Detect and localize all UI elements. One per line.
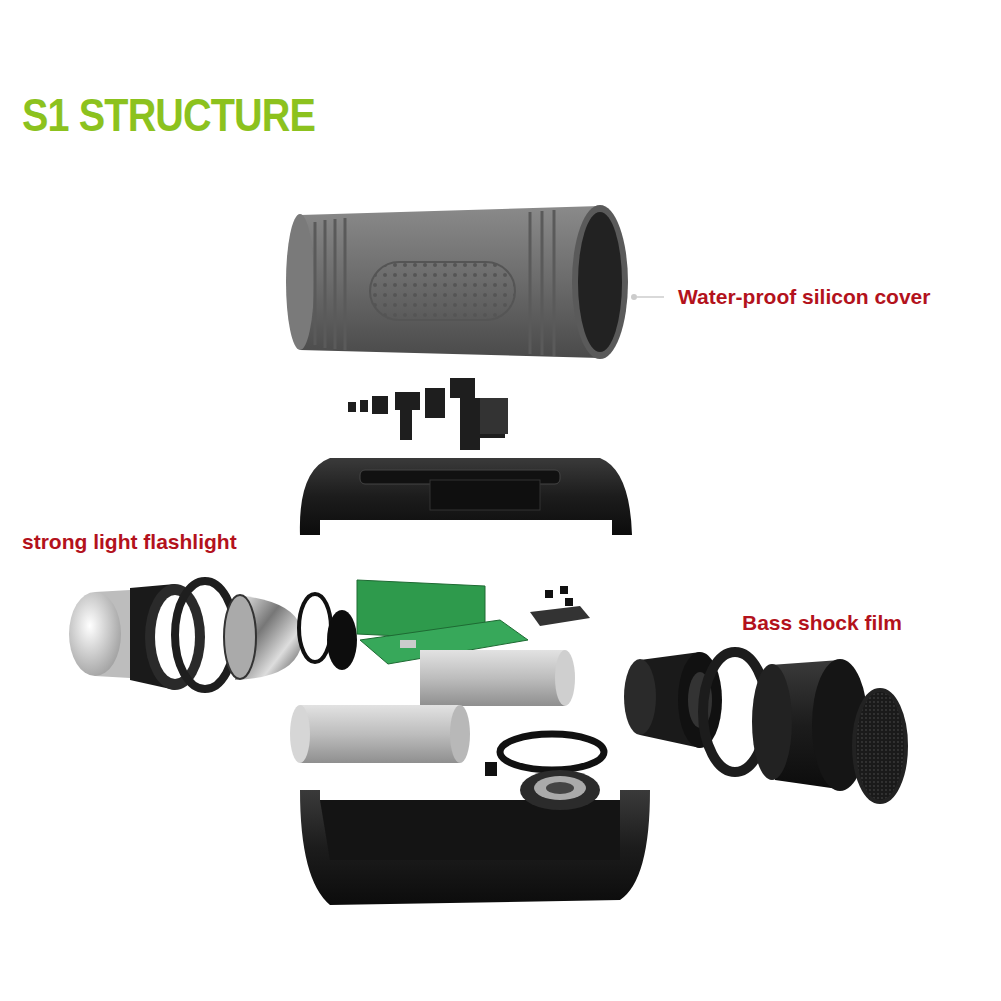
diagram-title: S1 STRUCTURE [22,88,315,142]
batteries [290,650,575,763]
part-label: strong light flashlight [22,530,237,554]
silicon-cover [286,205,664,359]
flashlight-assembly [69,581,357,690]
lower-housing [300,770,650,905]
part-label: Bass shock film [742,611,902,635]
bass-speaker-assembly [624,652,906,802]
upper-housing [300,458,632,535]
button-parts [348,378,508,450]
part-label: Water-proof silicon cover [678,285,930,309]
speaker-parts [485,734,604,776]
